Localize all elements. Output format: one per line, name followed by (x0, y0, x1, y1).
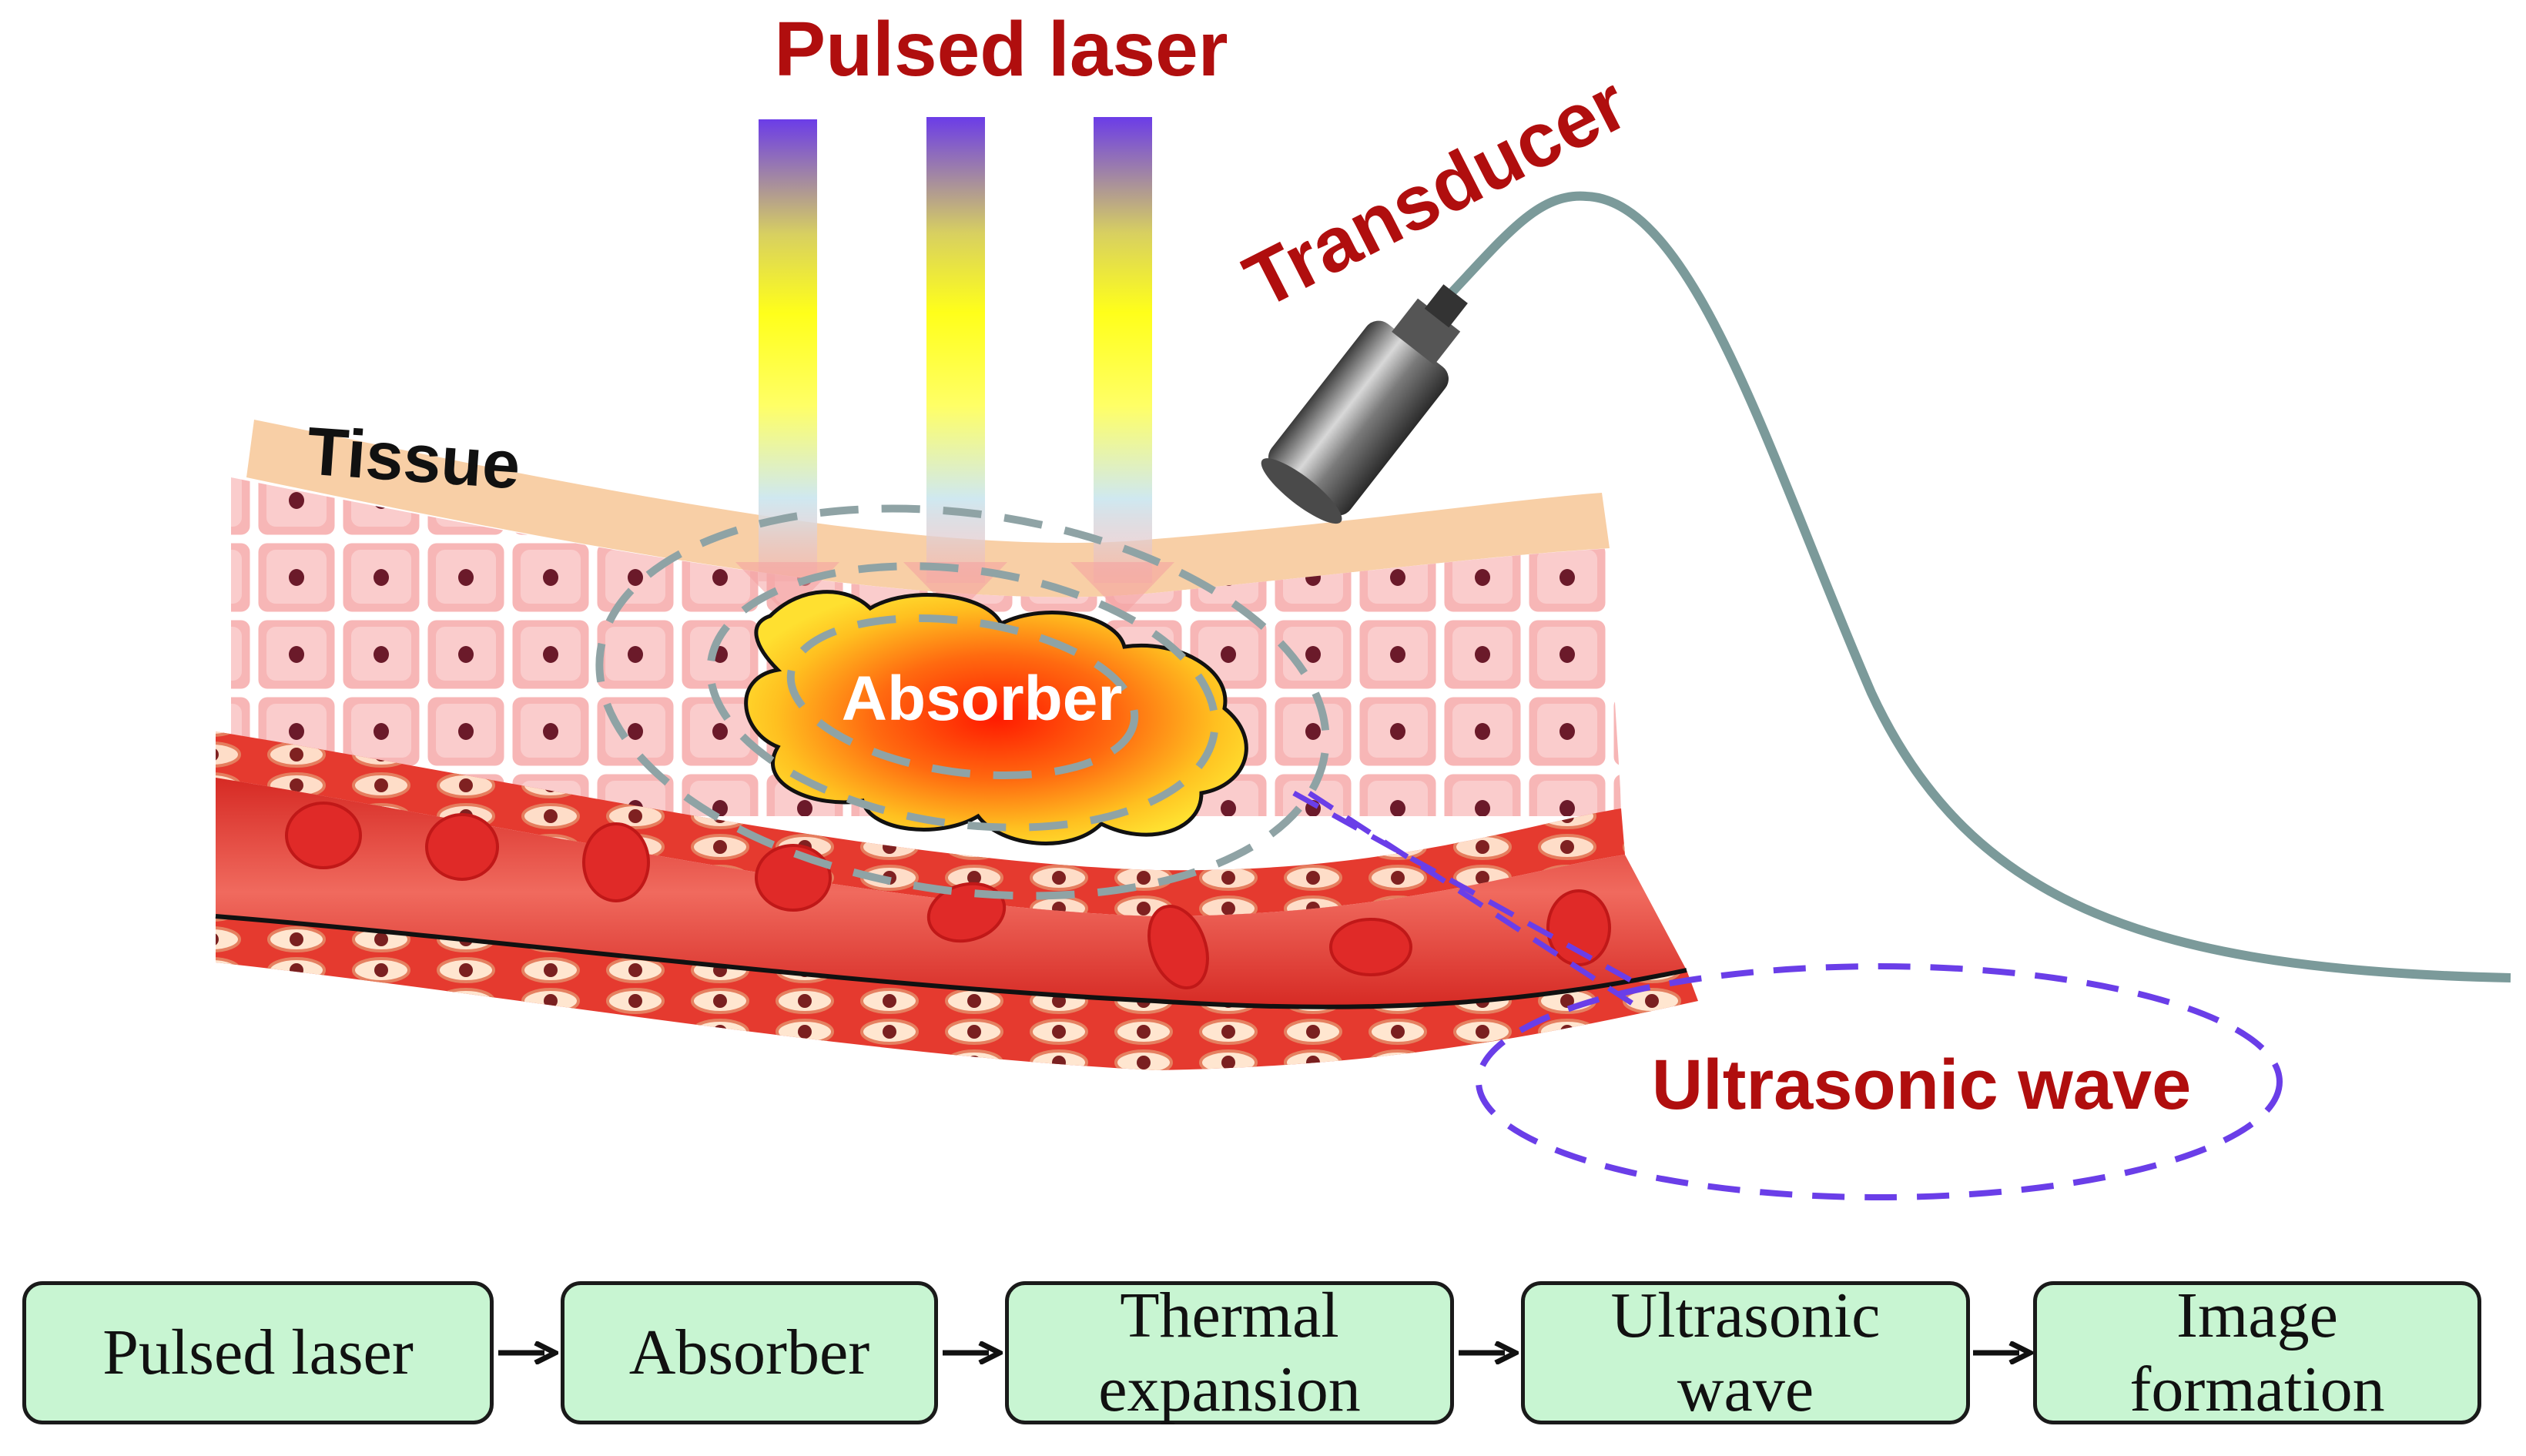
wavefront-inner (786, 614, 1139, 779)
flow-step-thermal-expansion: Thermal expansion (1005, 1280, 1454, 1425)
laser-beam-center (926, 117, 985, 583)
absorber-label: Absorber (842, 664, 1123, 734)
laser-beam-right (1094, 117, 1152, 583)
laser-beam-left (759, 119, 817, 581)
vessel-wall-bottom-cells (216, 916, 1698, 1070)
wavefront-outer (595, 504, 1330, 900)
flow-step-ultrasonic-wave: Ultrasonic wave (1521, 1280, 1970, 1425)
ultrasonic-wave-label: Ultrasonic wave (1652, 1046, 2192, 1124)
flow-step-absorber: Absorber (561, 1281, 938, 1424)
flow-arrow-4 (1973, 1341, 2033, 1364)
flow-arrow-1 (498, 1341, 558, 1364)
acoustic-wavefronts (595, 504, 1330, 900)
tissue-label: Tissue (304, 413, 522, 504)
flow-arrow-2 (943, 1341, 1003, 1364)
flow-arrow-3 (1459, 1341, 1519, 1364)
flow-step-pulsed-laser: Pulsed laser (22, 1281, 494, 1424)
ultrasonic-wave-ellipse (1476, 963, 2283, 1200)
laser-beams (735, 117, 1174, 616)
pulsed-laser-label: Pulsed laser (774, 6, 1228, 92)
transducer-probe (1261, 284, 1468, 524)
ultrasound-paths (1292, 790, 1642, 1011)
transducer-cable (1448, 191, 2511, 982)
vessel-wall-top-cells (216, 731, 1625, 916)
tissue-top-band (246, 420, 1610, 597)
absorber-blob (744, 590, 1248, 845)
wavefront-middle (706, 562, 1219, 832)
flow-step-image-formation: Image formation (2033, 1280, 2481, 1425)
